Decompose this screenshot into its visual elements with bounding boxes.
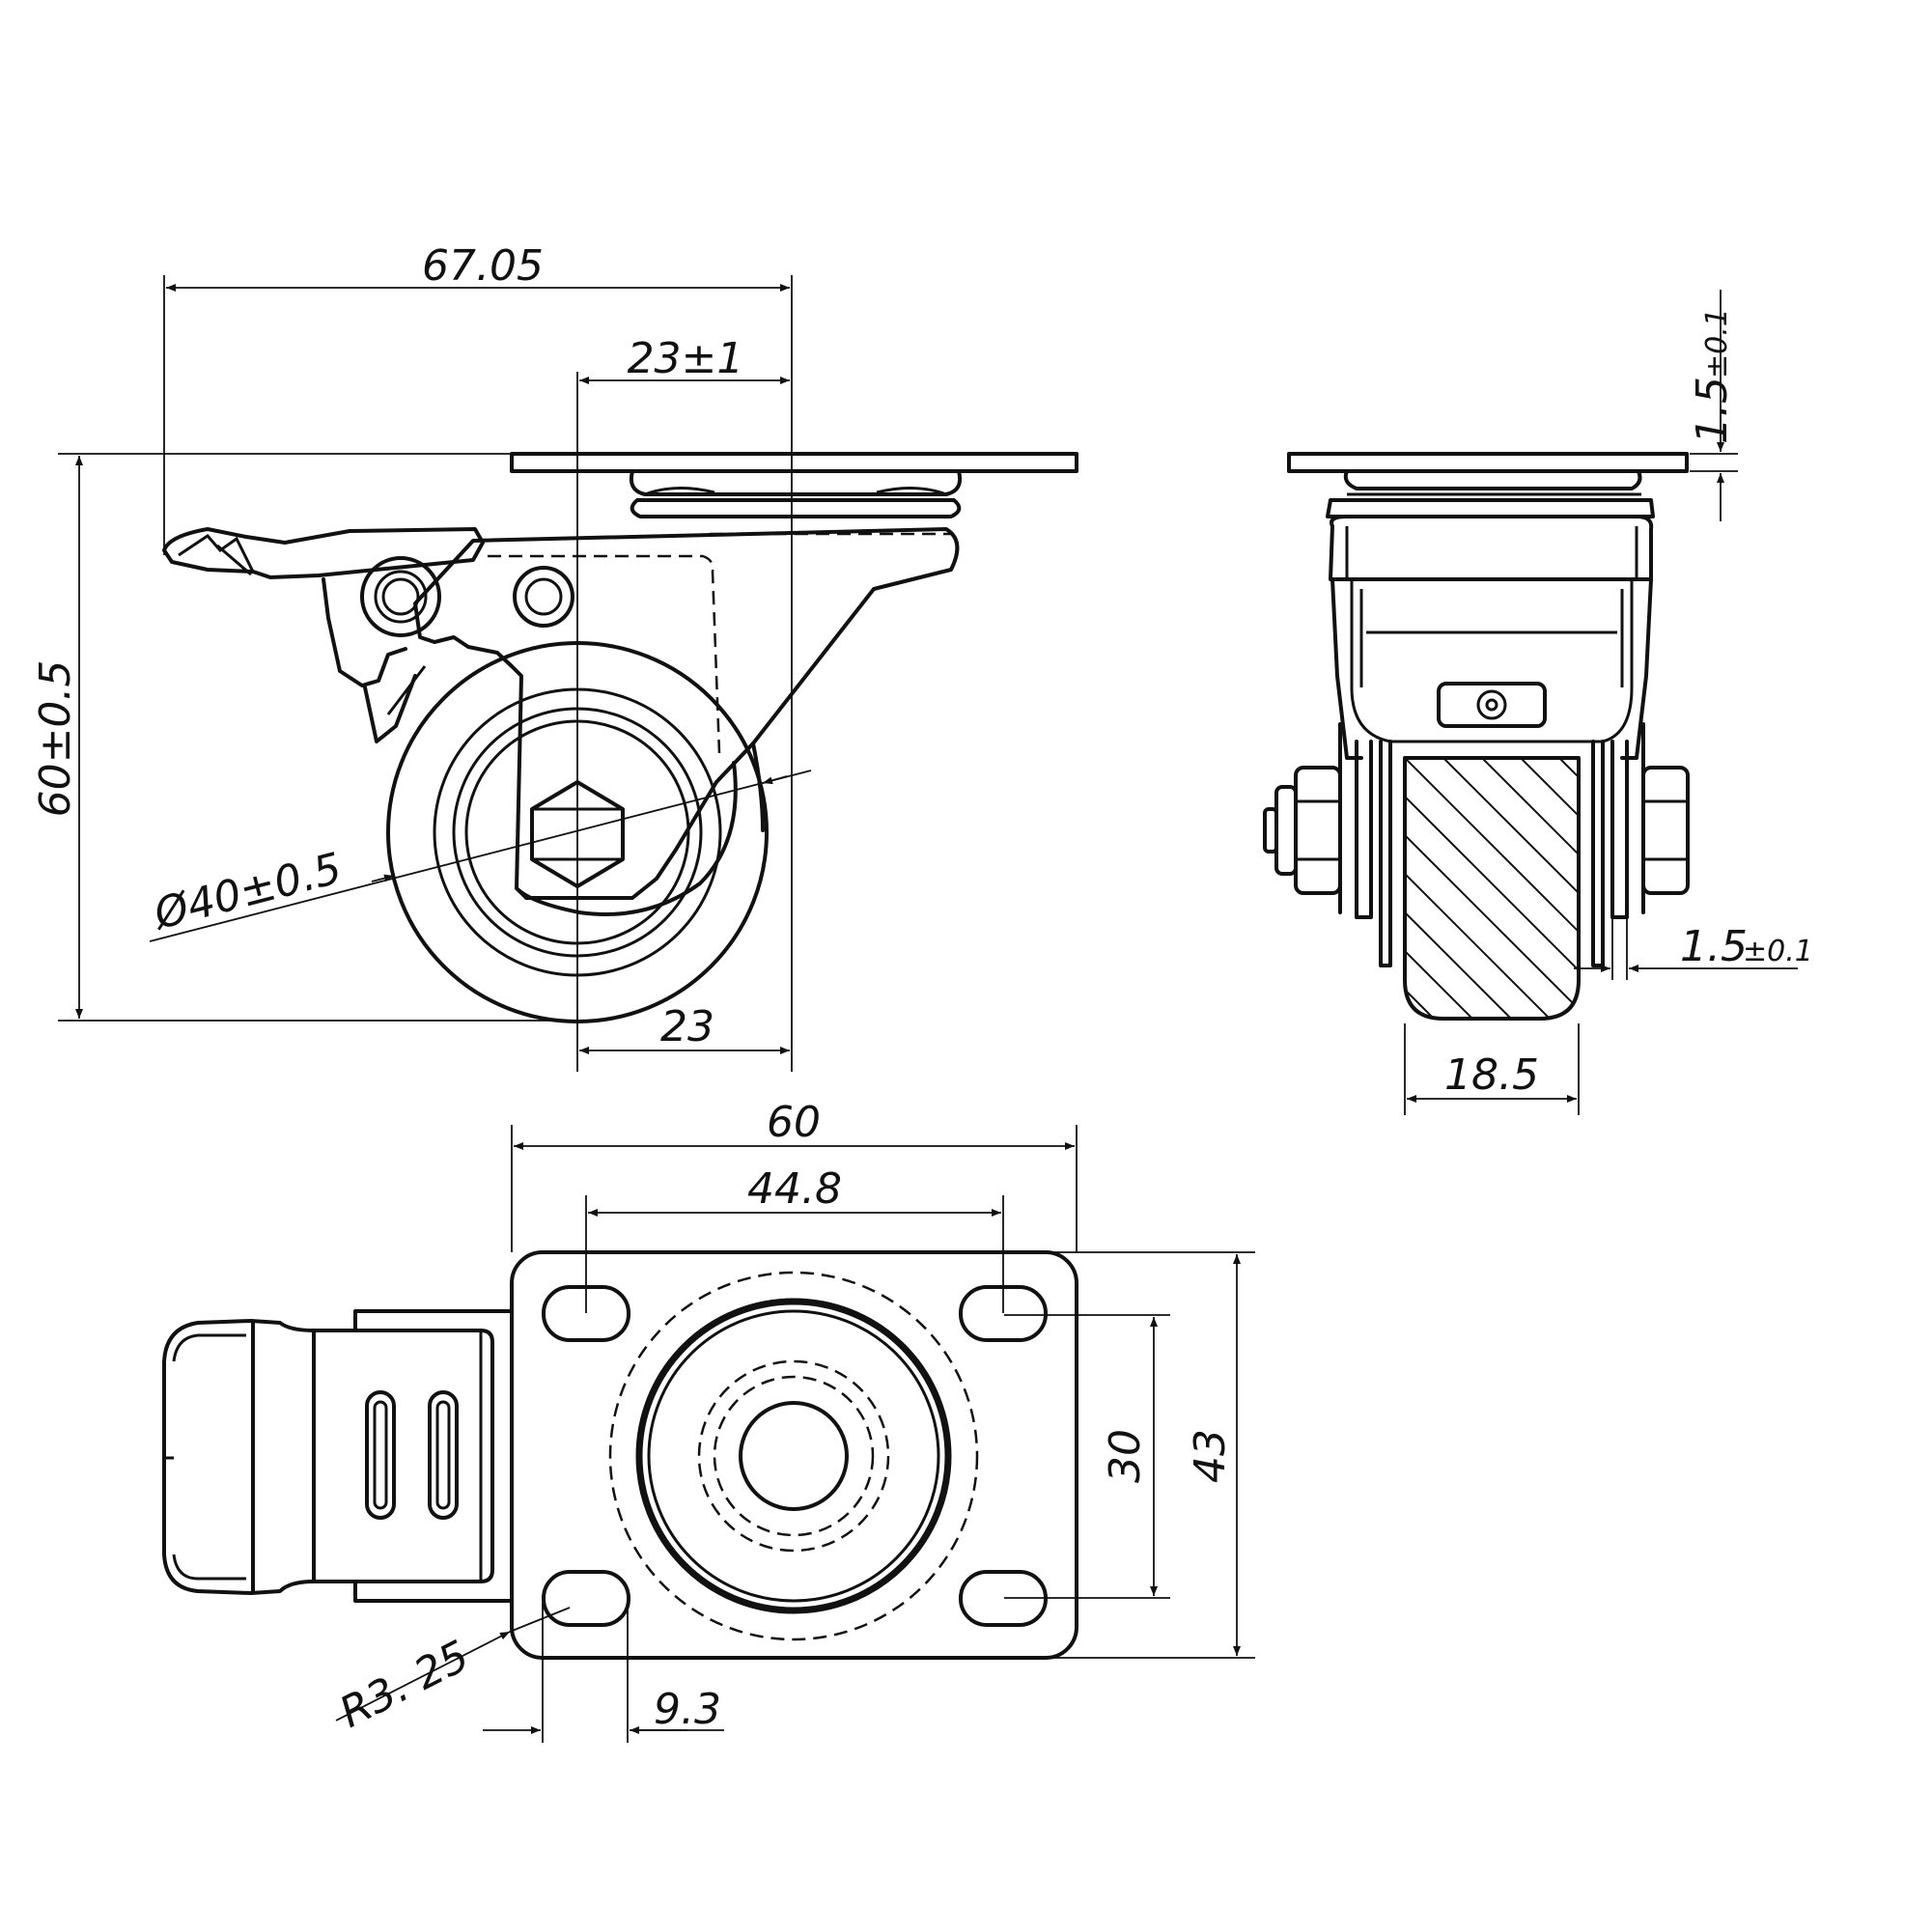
- dim-plate-thickness: 1.5: [1688, 377, 1737, 444]
- dim-axle-offset: 23: [660, 1002, 714, 1051]
- dim-plate-length: 60: [767, 1098, 821, 1147]
- front-wheel-section: [1403, 756, 1581, 1021]
- top-view: [162, 1250, 1078, 1660]
- side-pivot-boss-1: [360, 556, 441, 637]
- side-brake-lever: [162, 527, 485, 579]
- dim-hole-spacing-long: 44.8: [747, 1164, 842, 1214]
- dim-wheel-diameter: 40±0.5: [182, 844, 347, 931]
- side-view: [162, 372, 1078, 1072]
- side-pivot-boss-2: [513, 566, 574, 628]
- dim-overall-length: 67.05: [422, 241, 544, 291]
- dim-hole-spacing-short: 30: [1101, 1429, 1150, 1483]
- side-fork-body: [413, 527, 960, 900]
- dim-overall-height: 60±0.5: [31, 660, 80, 818]
- top-brake-housing: [312, 1329, 494, 1583]
- top-grip-slot-2: [428, 1390, 459, 1520]
- dim-swivel-offset: 23±1: [628, 334, 744, 383]
- front-axle-nut-right: [1641, 766, 1690, 895]
- dim-wheel-width: 18.5: [1444, 1050, 1539, 1100]
- dim-fork-thickness-tol: ±0.1: [1743, 935, 1813, 968]
- front-fork-housing: [1329, 515, 1654, 581]
- top-view-dimensions: 60 44.8 30 43 R3. 25 9.3: [332, 1098, 1255, 1743]
- top-grip-slot-1: [365, 1390, 396, 1520]
- dim-corner-radius: R3. 25: [332, 1632, 477, 1738]
- front-swivel-raceway: [1326, 498, 1655, 518]
- dim-plate-width: 43: [1186, 1429, 1235, 1483]
- top-kingpin: [739, 1401, 849, 1511]
- front-view: [1263, 452, 1690, 1021]
- dim-plate-thickness-tol: ±0.1: [1700, 308, 1734, 378]
- front-label-plate: [1437, 682, 1547, 728]
- front-view-dimensions: 1.5 ±0.1 1.5 ±0.1 18.5: [1404, 290, 1813, 1115]
- front-top-plate: [1287, 452, 1689, 473]
- side-view-dimensions: 67.05 23±1 60±0.5 Ø 40±0.5 23: [31, 241, 812, 1054]
- dim-fork-thickness: 1.5: [1680, 922, 1748, 971]
- top-hole-bottom-left: [542, 1570, 630, 1627]
- top-brake-pedal: [162, 1319, 316, 1595]
- dim-hole-slot: 9.3: [654, 1685, 721, 1734]
- top-plate: [510, 1250, 1078, 1660]
- side-top-plate: [510, 452, 1078, 473]
- top-raceway-ring: [635, 1298, 952, 1614]
- side-swivel-raceway: [629, 469, 963, 496]
- front-axle-nut-left: [1294, 766, 1342, 895]
